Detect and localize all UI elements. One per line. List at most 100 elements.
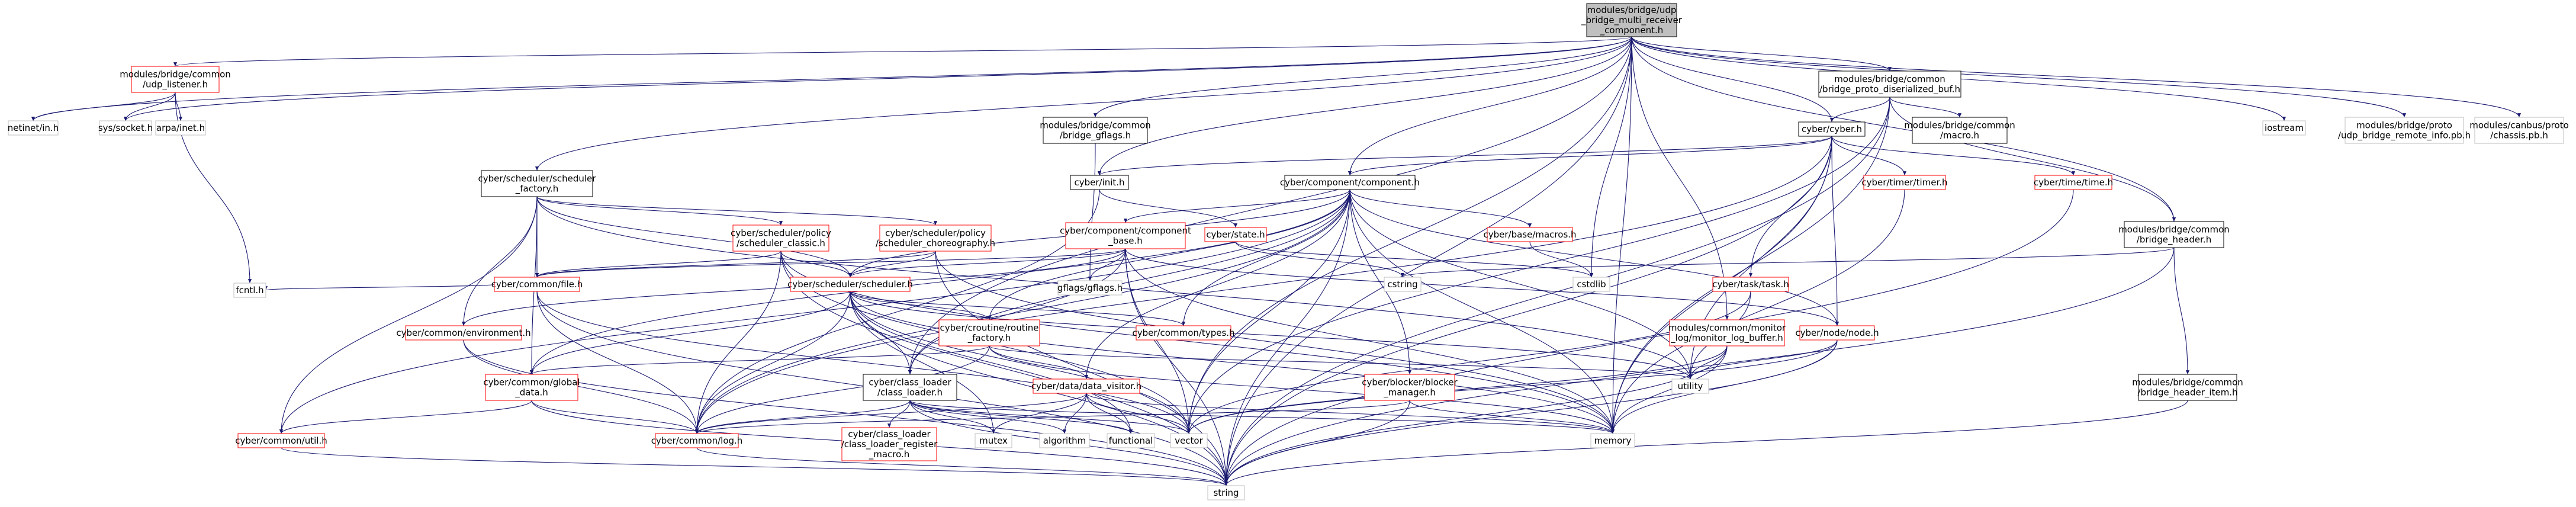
- node-label-line: /bridge_proto_diserialized_buf.h: [1819, 84, 1960, 95]
- node-box: [1039, 433, 1090, 448]
- node-box: [1799, 325, 1875, 341]
- edge-component-to-node: [1349, 189, 1839, 326]
- node-memory[interactable]: memory: [1590, 433, 1635, 448]
- node-mutex[interactable]: mutex: [975, 433, 1012, 448]
- node-cstdlib[interactable]: cstdlib: [1572, 277, 1610, 292]
- node-box: [1487, 227, 1573, 242]
- node-cyber_state[interactable]: cyber/state.h: [1204, 227, 1267, 242]
- node-global_data[interactable]: cyber/common/global_data.h: [483, 374, 580, 401]
- node-vector[interactable]: vector: [1170, 433, 1208, 448]
- node-iostream[interactable]: iostream: [2262, 120, 2306, 136]
- node-box: [1057, 280, 1123, 296]
- edge-base_macros-to-cstdlib: [1529, 241, 1594, 278]
- node-data_visitor[interactable]: cyber/data/data_visitor.h: [1031, 378, 1141, 394]
- node-box: [655, 433, 739, 448]
- edge-routine_factory-to-memory: [989, 345, 1615, 434]
- node-box: [2262, 120, 2306, 136]
- node-chassis[interactable]: modules/canbus/proto/chassis.pb.h: [2469, 117, 2569, 144]
- node-sched_factory[interactable]: cyber/scheduler/scheduler_factory.h: [478, 170, 597, 197]
- node-label-line: cyber/state.h: [1206, 229, 1265, 240]
- edge-monitor_log-to-vector: [1187, 345, 1728, 434]
- node-root[interactable]: modules/bridge/udp_bridge_multi_receiver…: [1581, 3, 1683, 37]
- node-label-line: _data.h: [514, 387, 548, 399]
- node-label-line: gflags/gflags.h: [1057, 283, 1123, 293]
- node-base_macros[interactable]: cyber/base/macros.h: [1483, 227, 1577, 242]
- node-udp_listener[interactable]: modules/bridge/common/udp_listener.h: [120, 66, 231, 93]
- node-label-line: modules/bridge/common: [120, 69, 231, 80]
- edge-class_loader-to-functional: [909, 400, 1133, 434]
- node-fcntl[interactable]: fcntl.h: [233, 283, 266, 298]
- node-timer[interactable]: cyber/timer/timer.h: [1861, 175, 1948, 190]
- edge-component_base-to-common_file: [535, 248, 1126, 278]
- node-blocker_mgr[interactable]: cyber/blocker/blocker_manager.h: [1362, 374, 1458, 401]
- edge-data_visitor-to-mutex: [991, 393, 1087, 434]
- edge-node-to-utility: [1688, 339, 1838, 380]
- node-common_file[interactable]: cyber/common/file.h: [491, 277, 583, 292]
- node-syssocket[interactable]: sys/socket.h: [98, 120, 153, 136]
- node-time[interactable]: cyber/time/time.h: [2034, 175, 2113, 190]
- edge-common_file-to-vector: [536, 291, 1191, 434]
- edge-environment-to-common_log: [463, 339, 699, 434]
- edge-scheduler-to-functional: [850, 291, 1133, 434]
- edge-root-to-syssocket: [124, 36, 1632, 121]
- node-common_log[interactable]: cyber/common/log.h: [651, 433, 743, 448]
- node-bridge_header_item[interactable]: modules/bridge/common/bridge_header_item…: [2132, 374, 2243, 401]
- node-cyber_cyber[interactable]: cyber/cyber.h: [1798, 121, 1866, 137]
- edge-scheduler-to-utility: [850, 291, 1692, 380]
- edge-sched_factory-to-common_util: [279, 196, 538, 434]
- node-bridge_header[interactable]: modules/bridge/common/bridge_header.h: [2118, 221, 2230, 248]
- edge-class_loader-to-common_log: [695, 400, 911, 434]
- node-class_loader[interactable]: cyber/class_loader/class_loader.h: [863, 374, 957, 401]
- edge-global_data-to-common_log: [531, 400, 699, 434]
- edge-component-to-memory: [1349, 189, 1615, 434]
- node-algorithm[interactable]: algorithm: [1039, 433, 1090, 448]
- node-arpainet[interactable]: arpa/inet.h: [155, 120, 206, 136]
- node-utility[interactable]: utility: [1671, 378, 1709, 394]
- node-task[interactable]: cyber/task/task.h: [1712, 277, 1789, 292]
- node-component[interactable]: cyber/component/component.h: [1280, 175, 1420, 190]
- node-common_types[interactable]: cyber/common/types.h: [1132, 325, 1235, 341]
- edge-class_loader-to-algorithm: [909, 400, 1067, 434]
- edge-blocker_mgr-to-common_log: [695, 400, 1410, 434]
- node-cstring[interactable]: cstring: [1384, 277, 1422, 292]
- node-functional[interactable]: functional: [1107, 433, 1155, 448]
- node-box: [1863, 175, 1946, 190]
- node-gflags[interactable]: gflags/gflags.h: [1057, 280, 1123, 296]
- node-netinet[interactable]: netinet/in.h: [8, 120, 59, 136]
- node-box: [975, 433, 1012, 448]
- node-label-line: modules/bridge/common: [1834, 74, 1945, 85]
- node-label-line: cyber/base/macros.h: [1483, 229, 1576, 240]
- node-node[interactable]: cyber/node/node.h: [1795, 325, 1879, 341]
- node-remote_info[interactable]: modules/bridge/proto/udp_bridge_remote_i…: [2338, 117, 2471, 144]
- edge-root-to-class_loader: [908, 36, 1632, 375]
- node-routine_factory[interactable]: cyber/croutine/routine_factory.h: [938, 319, 1040, 346]
- edge-component_base-to-scheduler: [848, 248, 1126, 278]
- node-class_loader_reg[interactable]: cyber/class_loader/class_loader_register…: [841, 427, 938, 461]
- edge-sched_factory-to-scheduler: [536, 196, 853, 278]
- node-bridge_gflags[interactable]: modules/bridge/common/bridge_gflags.h: [1040, 117, 1151, 144]
- node-common_util[interactable]: cyber/common/util.h: [235, 433, 327, 448]
- node-component_base[interactable]: cyber/component/component_base.h: [1060, 222, 1191, 249]
- node-label-line: cyber/common/environment.h: [396, 328, 530, 338]
- node-cyber_init[interactable]: cyber/init.h: [1070, 175, 1129, 190]
- edge-component-to-routine_factory: [987, 189, 1350, 320]
- node-policy_choreo[interactable]: cyber/scheduler/policy/scheduler_choreog…: [876, 224, 995, 252]
- node-proto_buf[interactable]: modules/bridge/common/bridge_proto_diser…: [1818, 70, 1961, 98]
- edge-data_visitor-to-vector: [1086, 393, 1191, 434]
- node-environment[interactable]: cyber/common/environment.h: [396, 325, 531, 341]
- node-box: [155, 120, 206, 136]
- edge-routine_factory-to-utility: [989, 345, 1692, 380]
- node-box: [1204, 227, 1267, 242]
- edge-cyber_cyber-to-component: [1348, 136, 1832, 176]
- node-string[interactable]: string: [1207, 485, 1245, 500]
- node-monitor_log[interactable]: modules/common/monitor_log/monitor_log_b…: [1668, 319, 1786, 346]
- edge-common_util-to-string: [281, 447, 1228, 486]
- node-box: [8, 120, 59, 136]
- node-scheduler[interactable]: cyber/scheduler/scheduler.h: [787, 277, 913, 292]
- node-policy_classic[interactable]: cyber/scheduler/policy/scheduler_classic…: [731, 224, 831, 252]
- edge-node-to-vector: [1187, 339, 1838, 434]
- node-box: [879, 224, 992, 252]
- node-bridge_macro[interactable]: modules/bridge/common/macro.h: [1904, 117, 2015, 144]
- edge-component-to-base_macros: [1349, 189, 1532, 228]
- node-label-line: /chassis.pb.h: [2490, 130, 2548, 141]
